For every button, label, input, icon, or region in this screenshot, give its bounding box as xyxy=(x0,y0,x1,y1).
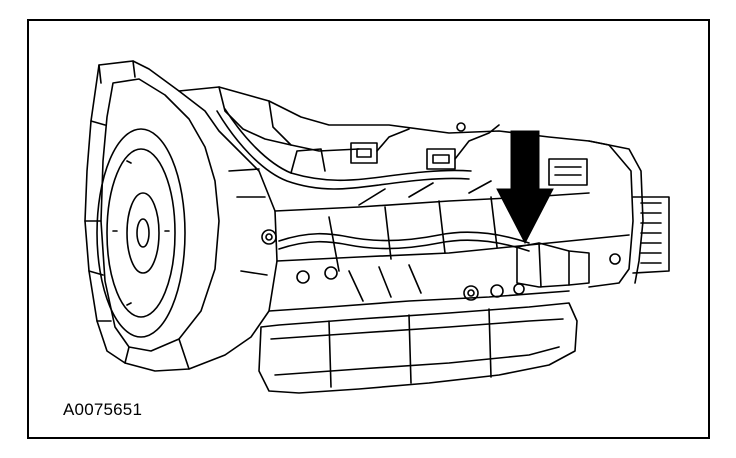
illustration-frame: A0075651 xyxy=(27,19,710,439)
bell-housing-outline xyxy=(84,60,278,372)
transmission-line-drawing xyxy=(84,60,670,394)
oil-pan xyxy=(258,302,578,394)
case-upper-outline xyxy=(178,86,644,284)
figure-id-label: A0075651 xyxy=(63,400,143,419)
cooler-line xyxy=(278,231,530,244)
linkage-housing xyxy=(516,242,590,288)
extension-housing xyxy=(588,140,634,288)
pointer-arrow-icon xyxy=(496,130,554,245)
electrical-connector xyxy=(350,142,378,164)
wiring-harness xyxy=(216,110,470,190)
torque-converter xyxy=(96,128,186,338)
